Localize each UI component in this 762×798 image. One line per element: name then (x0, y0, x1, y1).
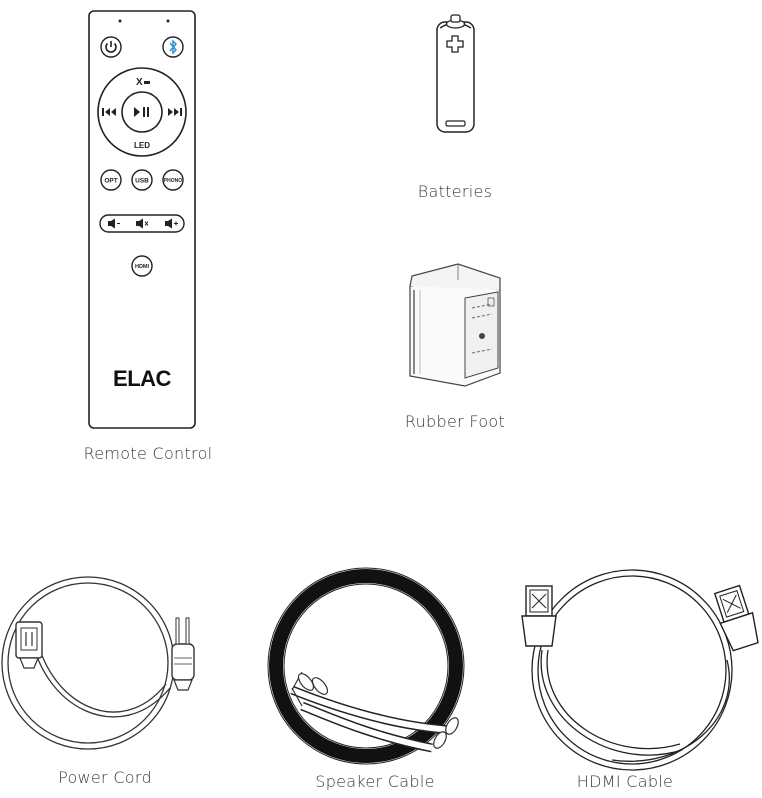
remote-control-caption: Remote Control (83, 444, 213, 463)
remote-control-illustration: X LED OPT USB PHONO HDMI ELAC (88, 10, 196, 429)
usb-button-label: USB (135, 178, 149, 185)
power-cord-illustration (1, 576, 195, 750)
volume-down-icon (108, 218, 120, 229)
battery-illustration (436, 14, 475, 133)
next-track-icon (168, 108, 182, 116)
speaker-cable-caption: Speaker Cable (315, 772, 435, 791)
rubber-foot-caption: Rubber Foot (404, 412, 506, 431)
hdmi-cable-caption: HDMI Cable (576, 772, 674, 791)
play-pause-button-icon (121, 91, 163, 133)
rubber-foot-illustration (409, 263, 501, 387)
power-cord-caption: Power Cord (58, 768, 152, 787)
previous-track-icon (102, 108, 116, 116)
remote-brand-logo: ELAC (113, 366, 172, 391)
led-label: LED (134, 141, 150, 150)
remote-control-item: X LED OPT USB PHONO HDMI ELAC Remote Con… (84, 10, 212, 463)
volume-up-icon (165, 218, 178, 229)
rubber-foot-item: Rubber Foot (400, 258, 510, 438)
batteries-item: Batteries (418, 14, 492, 204)
hdmi-cable-item: HDMI Cable (512, 550, 759, 793)
speaker-cable-item: Speaker Cable (262, 567, 472, 793)
hdmi-cable-illustration (521, 569, 759, 771)
batteries-caption: Batteries (417, 182, 493, 201)
opt-button-label: OPT (104, 178, 117, 185)
power-cord-item: Power Cord (0, 568, 210, 793)
phono-button-label: PHONO (164, 178, 182, 184)
remote-center-mark: X (136, 77, 143, 88)
plus-icon (446, 35, 464, 53)
mute-icon (136, 218, 149, 229)
hdmi-button-label: HDMI (135, 264, 150, 270)
speaker-cable-illustration (267, 567, 465, 765)
